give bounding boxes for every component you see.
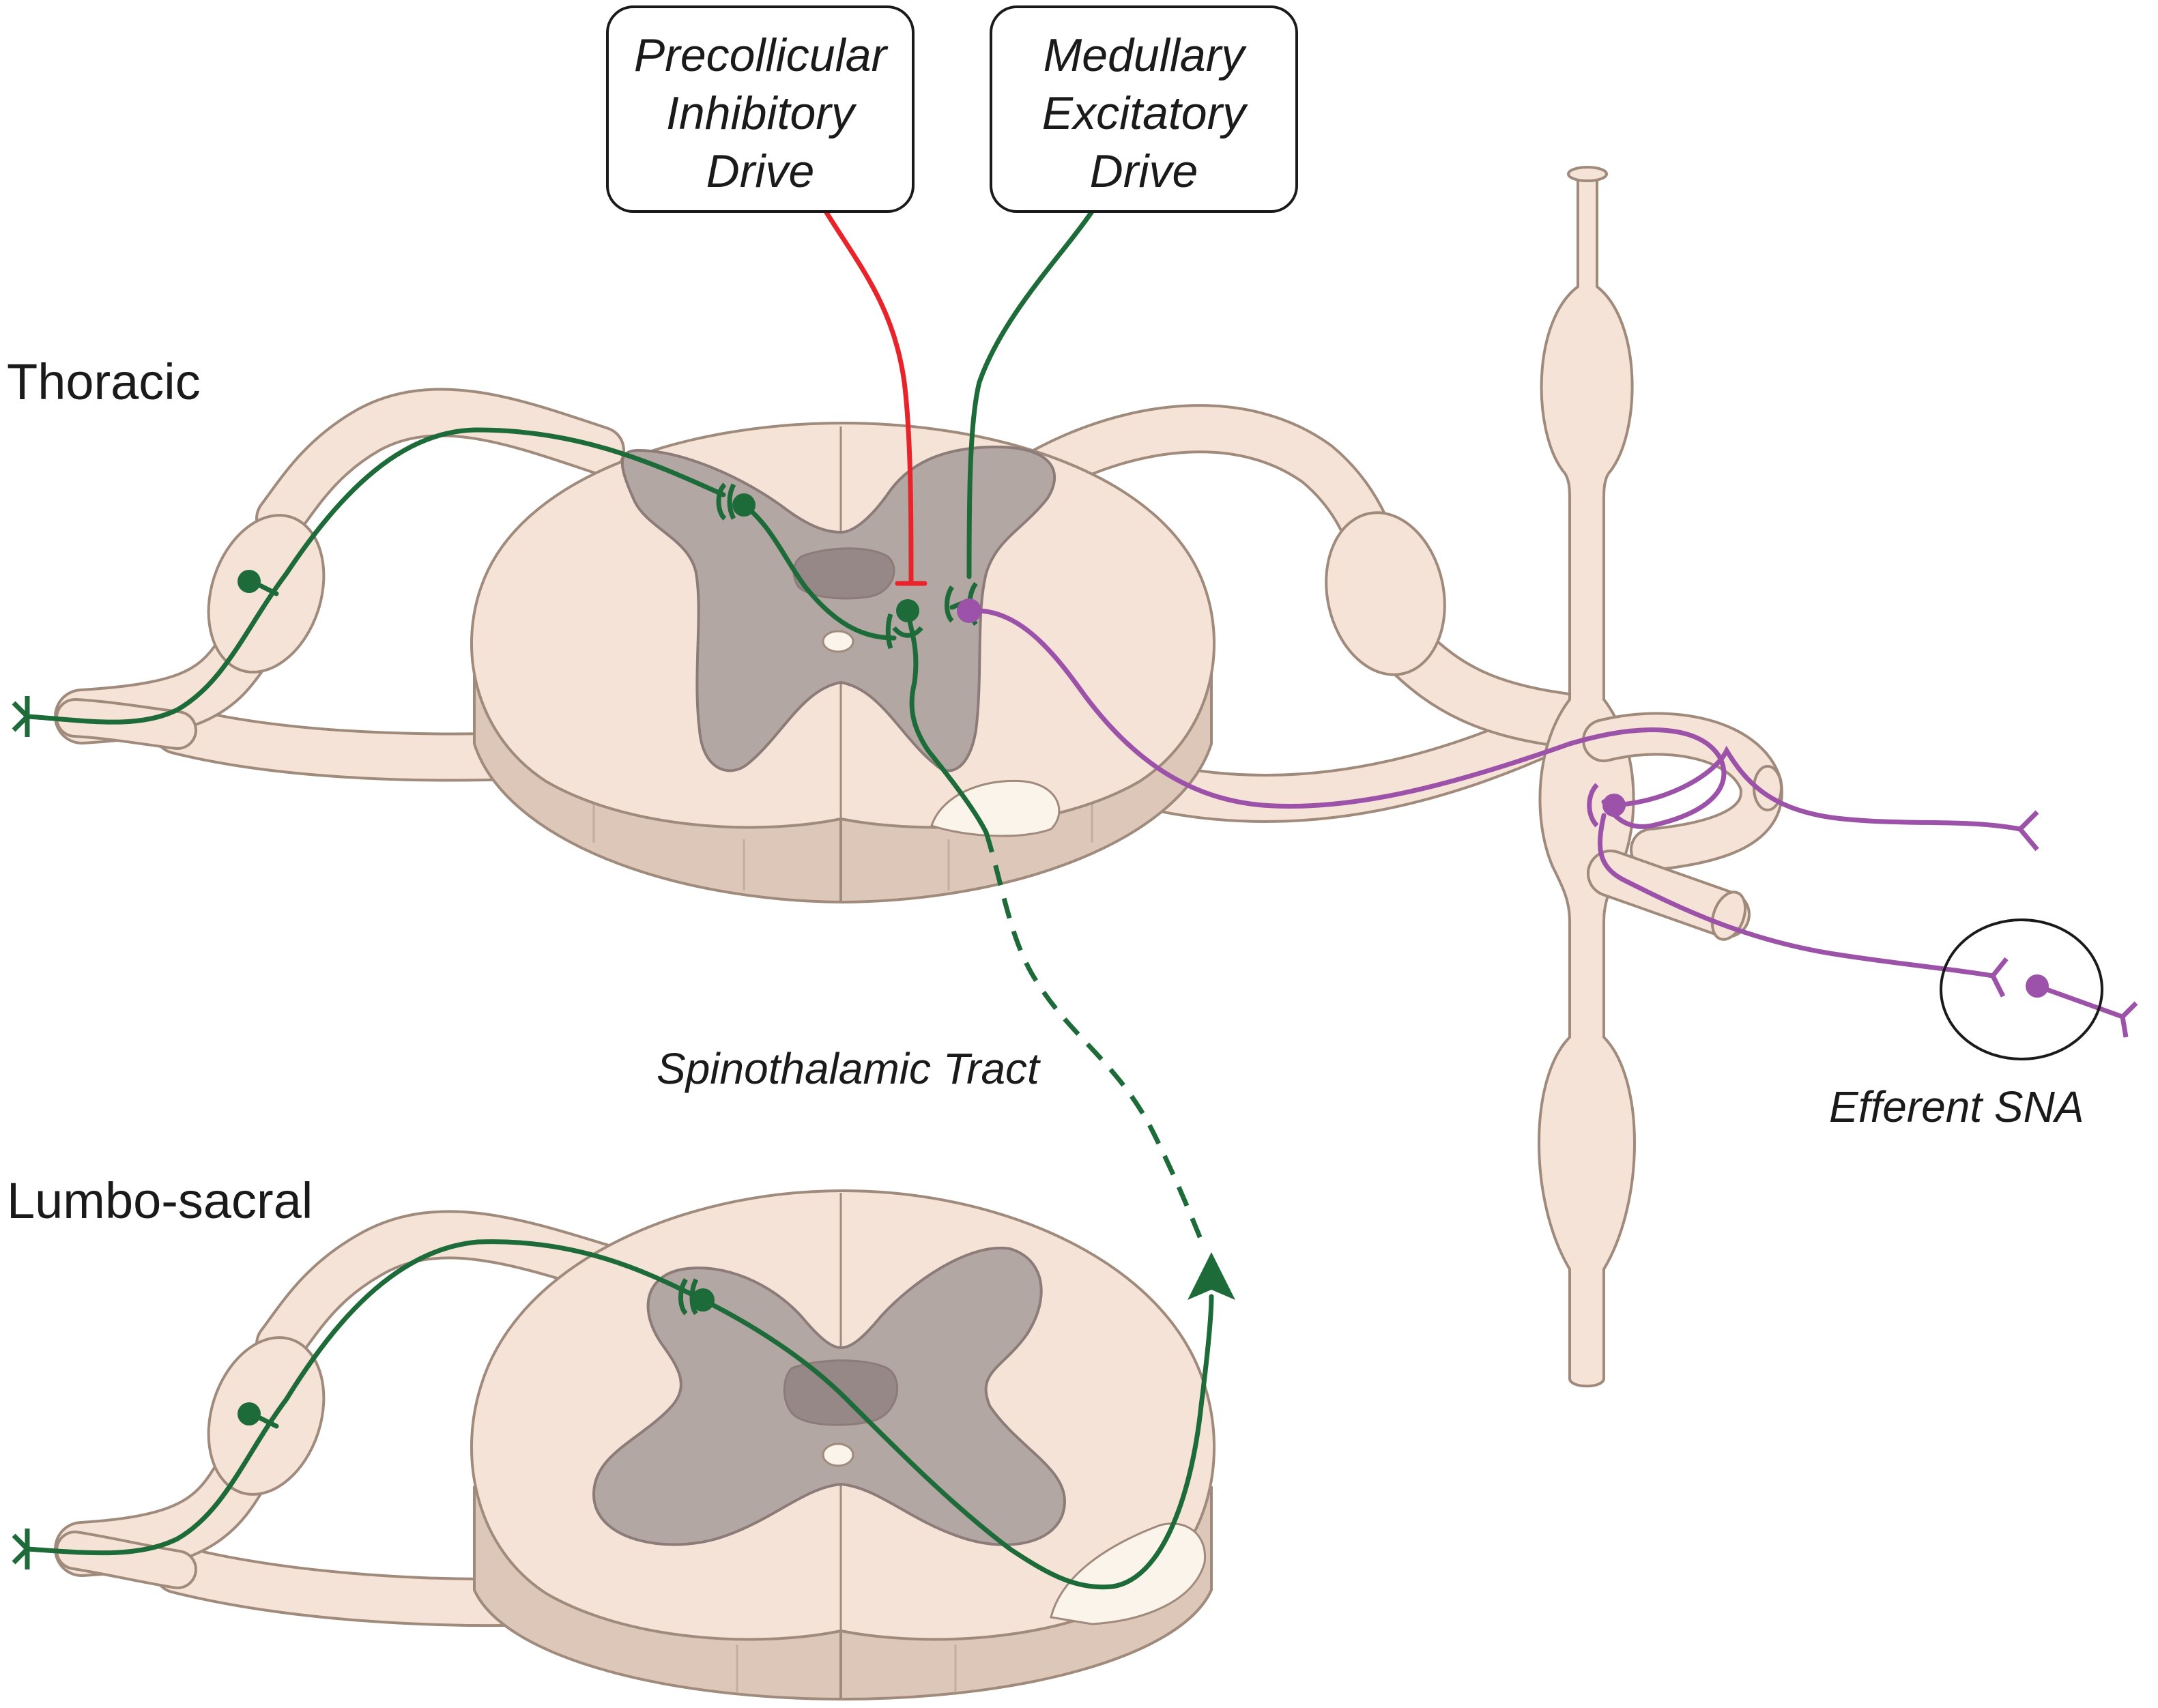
inhibitory-pathway [823,209,927,586]
spinothalamic-label: Spinothalamic Tract [657,1044,1041,1093]
thoracic-segment [54,388,1591,904]
thoracic-lamina-patch [792,547,895,600]
thoracic-central-canal [822,630,854,653]
thoracic-right-drg [1325,511,1446,676]
thoracic-label: Thoracic [7,353,201,410]
interneuron-soma-icon [896,599,919,622]
medullary-line-3: Drive [1090,145,1198,197]
preganglionic-soma-icon [957,598,981,623]
dorsal-horn-soma-icon [691,1288,715,1312]
target-soma-icon [2026,974,2049,998]
ganglion-soma-icon [1602,794,1626,817]
drg-soma-icon [238,1402,261,1425]
precollicular-line-2: Inhibitory [666,87,857,139]
synapse-icon [2018,810,2039,852]
lumbosacral-central-canal [822,1443,854,1467]
medullary-line-2: Excitatory [1042,87,1249,139]
lumbosacral-somas [238,1288,715,1425]
chain-trunk [1538,173,1636,1388]
synapse-icon [1990,957,2009,998]
sympathetic-somas [957,598,2049,998]
efferent-target-circle [1940,918,2103,1060]
medullary-line-1: Medullary [1044,29,1248,81]
thoracic-afferent-pathway [25,209,1095,835]
drg-soma-icon [238,570,261,593]
synapse-icon [892,626,923,638]
synapse-icon [945,585,955,623]
lumbosacral-tract-patch [1050,1522,1207,1625]
sympathetic-pathway [966,608,2125,1019]
precollicular-line-1: Precollicular [634,29,889,81]
dorsal-horn-soma-icon [732,493,756,517]
synapse-icon [2120,1001,2138,1038]
lumbosacral-left-drg [207,1336,326,1496]
thoracic-somas [238,493,919,622]
precollicular-box: Precollicular Inhibitory Drive [606,5,915,213]
synapse-icon [1587,783,1599,828]
synapse-icon [12,701,29,732]
spinothalamic-dashed-line [983,831,1207,1250]
arrowhead-icon [1188,1252,1235,1300]
precollicular-line-3: Drive [706,145,815,197]
efferent-sna-label: Efferent SNA [1829,1082,2084,1131]
synapse-icon [12,1533,29,1565]
synapse-icon [727,483,736,520]
synapse-icon [885,613,893,650]
synapse-icon [678,1278,689,1316]
thoracic-left-drg [207,514,326,674]
sympathetic-marks [1587,783,2138,1038]
synapse-icon [716,482,727,521]
lumbosacral-segment [54,1189,1215,1701]
medullary-box: Medullary Excitatory Drive [990,5,1298,213]
thoracic-grey-matter [620,445,1056,772]
lumbosacral-label: Lumbo-sacral [7,1172,313,1229]
